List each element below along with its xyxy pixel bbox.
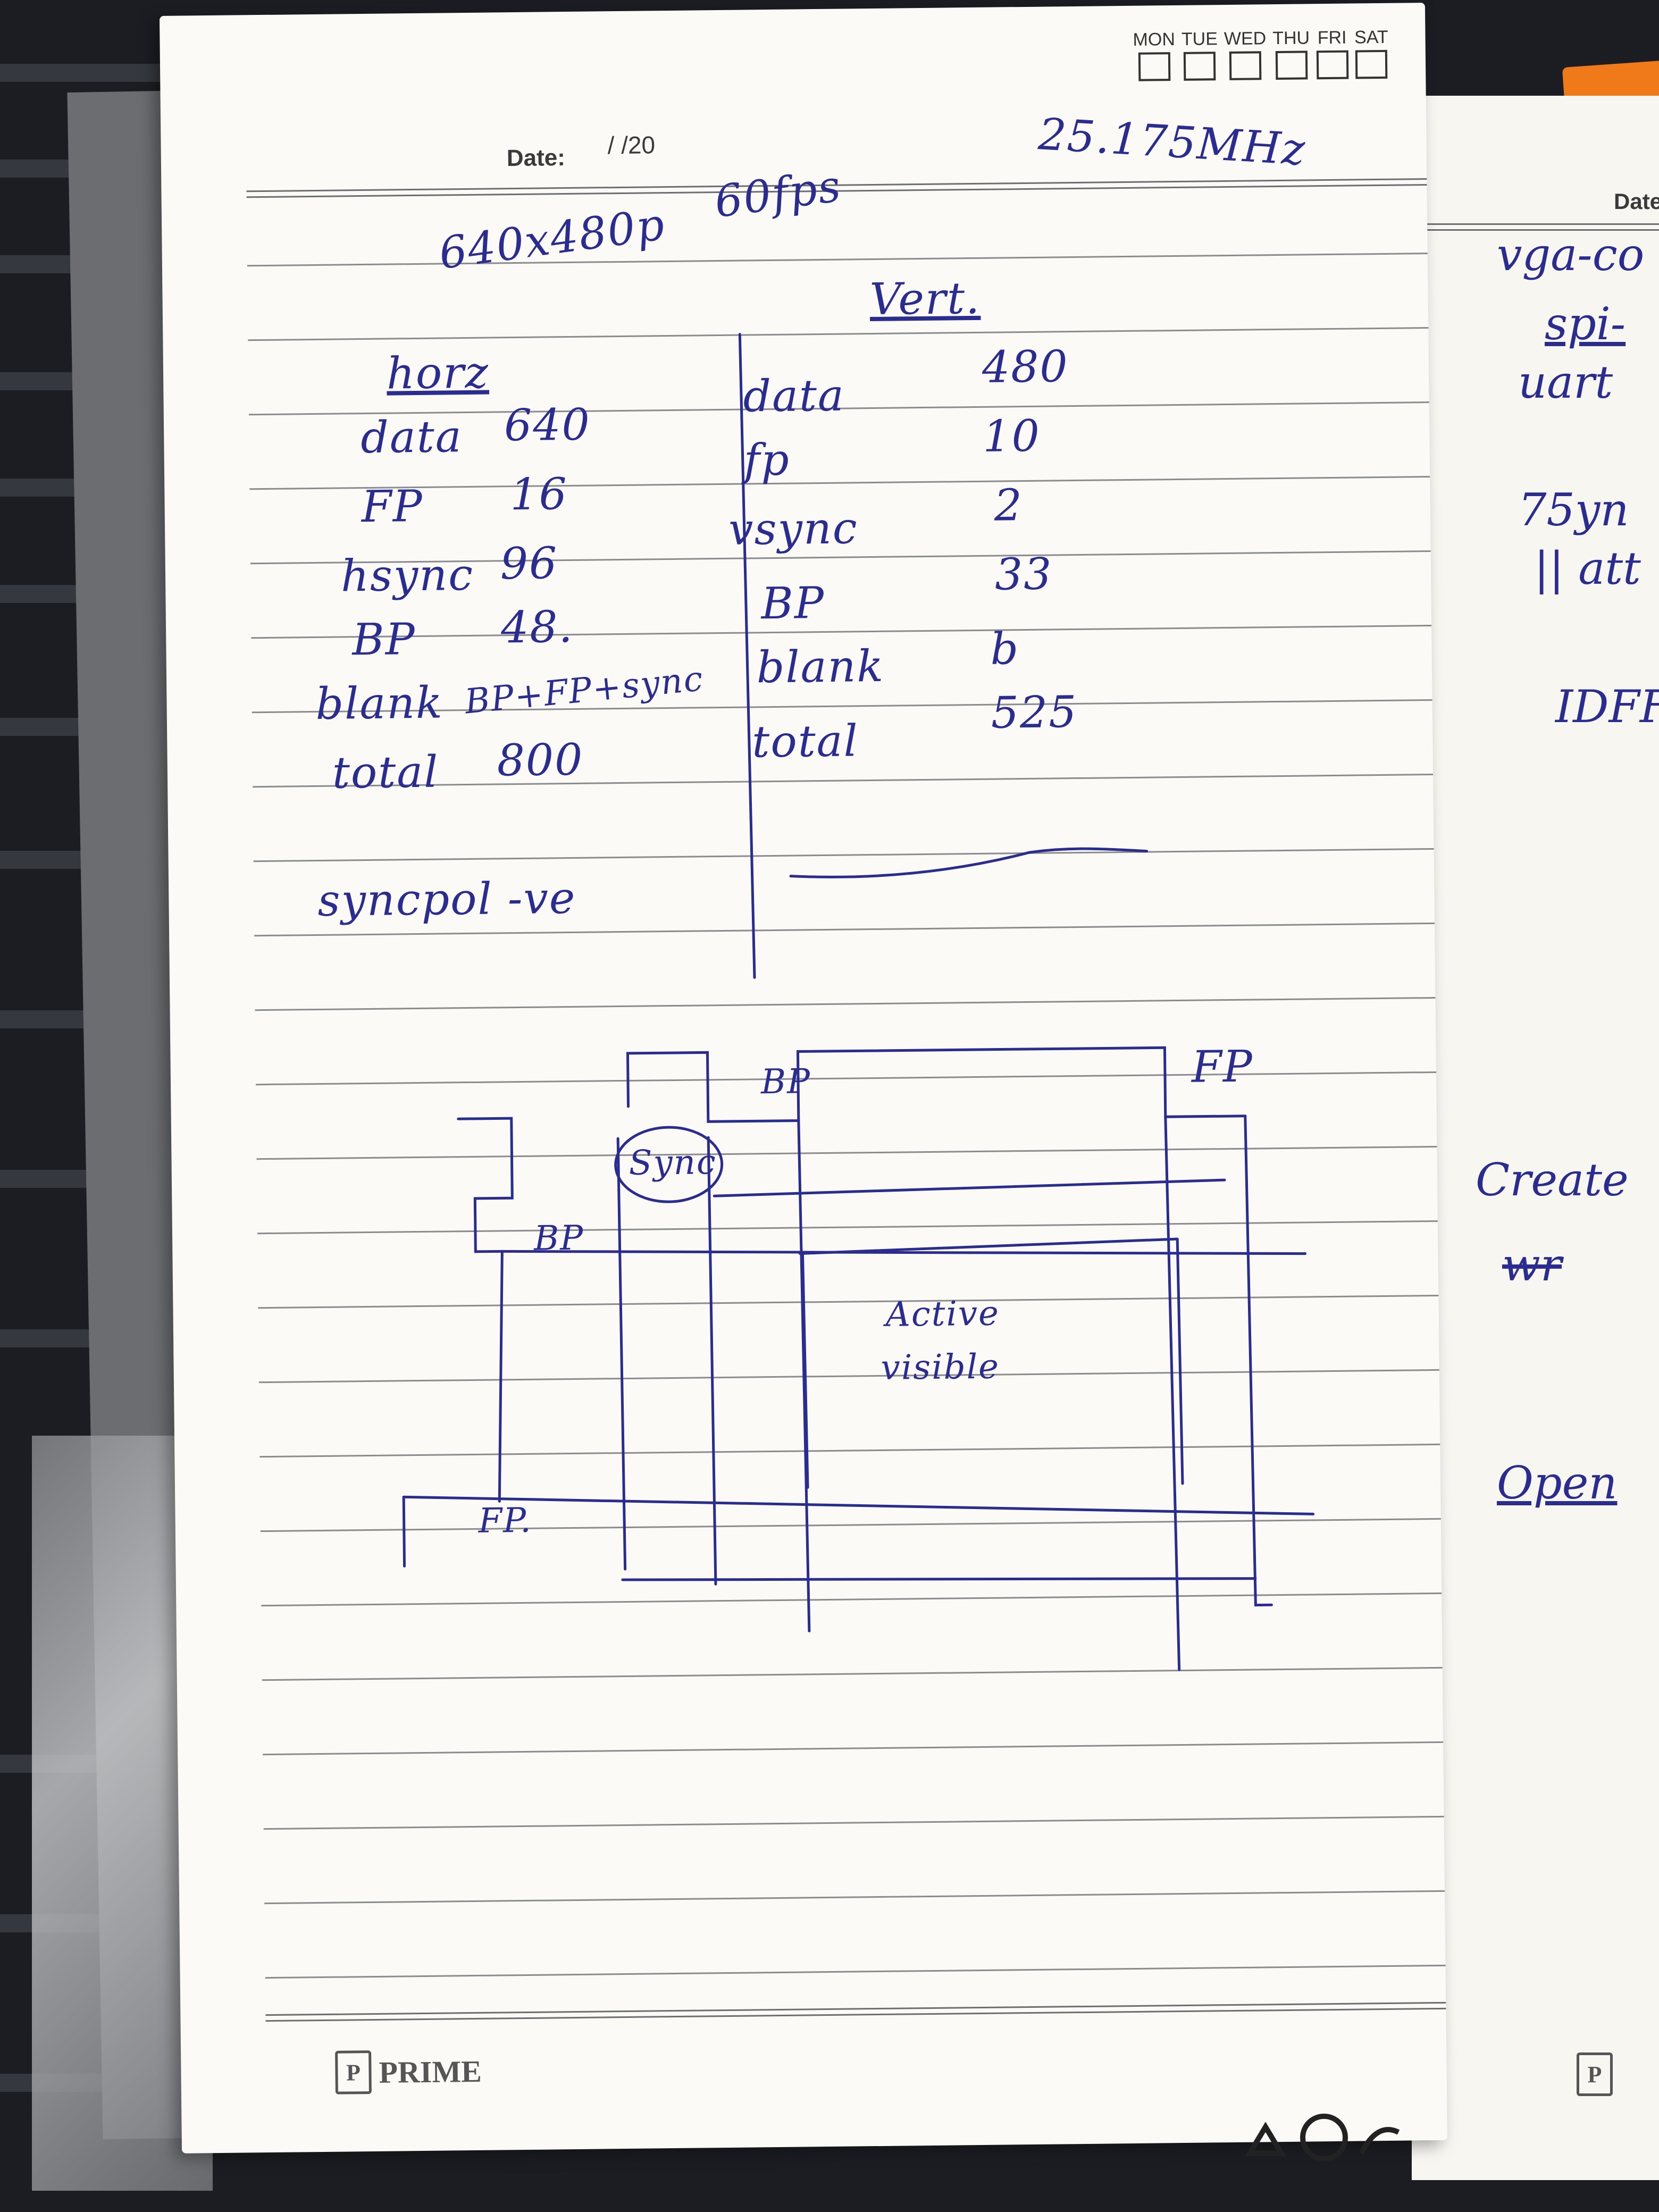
- right-line-9: Open: [1497, 1457, 1618, 1509]
- diagram-visible-label: visible: [881, 1347, 1000, 1388]
- right-brand-logo: P: [1577, 2052, 1613, 2096]
- column-divider: [738, 333, 756, 979]
- right-line-8: wr: [1502, 1239, 1562, 1291]
- diagram-sync-label: Sync: [629, 1143, 717, 1183]
- hsync-waveform: [626, 1046, 1247, 1123]
- right-line-1: vga-co: [1497, 229, 1645, 281]
- right-line-6: IDFF: [1555, 681, 1659, 733]
- brand-mark: P: [1577, 2052, 1613, 2096]
- diagram-fp-bottom: FP.: [478, 1501, 532, 1541]
- right-date-label: Date: [1614, 189, 1659, 214]
- right-line-3: uart: [1518, 356, 1613, 408]
- vsync-waveform: [457, 1117, 514, 1253]
- sync-circle: [614, 1126, 724, 1203]
- recycle-icon: [1245, 2114, 1400, 2161]
- diagram-active-label: Active: [885, 1294, 1000, 1335]
- polarity-squiggle: [789, 847, 1149, 878]
- diagram-bp-top: BP: [760, 1062, 811, 1102]
- timing-diagram-sketch: [402, 333, 1315, 1671]
- right-header-rule: [1412, 223, 1659, 231]
- brand-name: PRIME: [379, 2054, 482, 2090]
- right-line-4: 75yn: [1518, 484, 1629, 536]
- right-line-5: || att: [1534, 542, 1641, 594]
- right-line-7: Create: [1476, 1154, 1629, 1206]
- right-line-2: spi-: [1545, 298, 1626, 350]
- diagram-bp-left: BP: [533, 1218, 584, 1259]
- diagram-fp-top: FP: [1191, 1041, 1254, 1093]
- brand-logo: P PRIME: [335, 2049, 482, 2094]
- notebook-page: MON TUE WED THU FRI SAT Date: / /20: [160, 3, 1447, 2154]
- brand-mark: P: [335, 2050, 372, 2094]
- right-notebook-page: Date vga-co spi- uart 75yn || att IDFF C…: [1412, 96, 1659, 2180]
